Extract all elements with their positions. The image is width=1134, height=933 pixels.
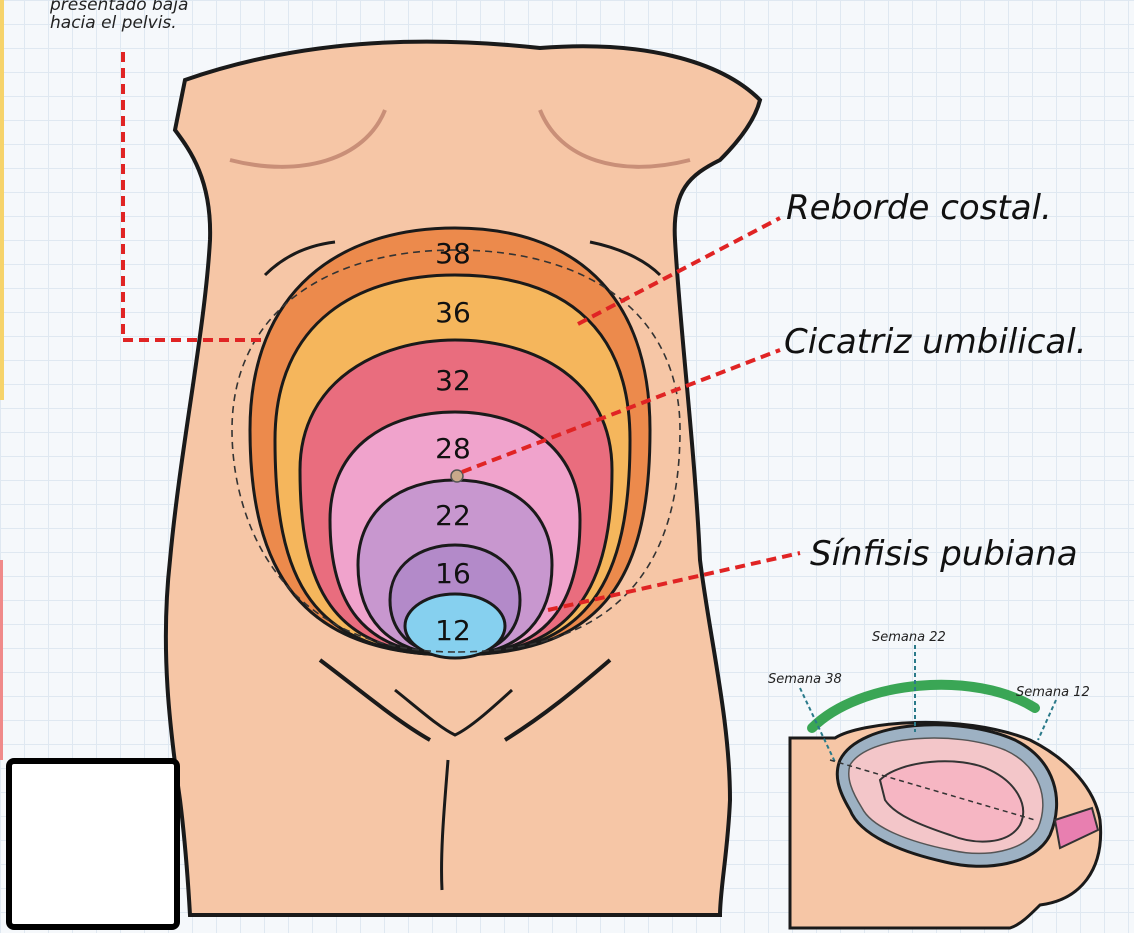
week-36-label: 36 <box>435 296 471 329</box>
week-12-label: 12 <box>435 614 471 647</box>
blank-overlay-box <box>6 758 180 930</box>
inset-side-view: Semana 22 Semana 38 Semana 12 <box>768 630 1101 928</box>
inset-week22-label: Semana 22 <box>872 630 946 645</box>
navel-dot <box>451 470 463 482</box>
week-38-label: 38 <box>435 237 471 270</box>
inset-week12-tick <box>1038 700 1056 740</box>
week-22-label: 22 <box>435 499 471 532</box>
week-16-label: 16 <box>435 557 471 590</box>
pubic-symphysis-label: Sínfisis pubiana <box>810 534 1078 574</box>
umbilical-scar-label: Cicatriz umbilical. <box>784 322 1087 362</box>
week-32-label: 32 <box>435 364 471 397</box>
inset-week38-label: Semana 38 <box>768 672 842 687</box>
costal-margin-label: Reborde costal. <box>786 188 1052 228</box>
inset-week12-label: Semana 12 <box>1016 685 1090 700</box>
week-28-label: 28 <box>435 432 471 465</box>
